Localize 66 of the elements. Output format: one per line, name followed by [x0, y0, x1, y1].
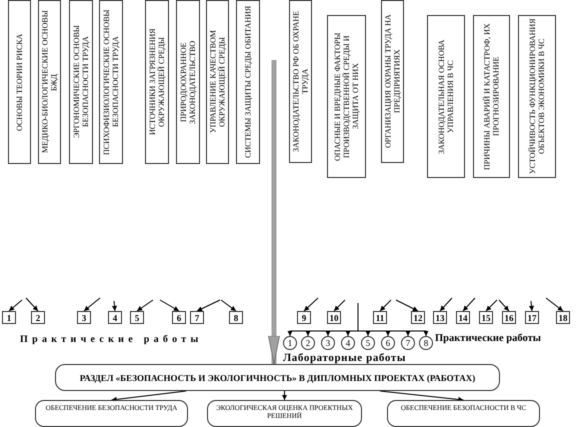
number-box: 18	[556, 311, 570, 324]
arrow	[220, 300, 236, 312]
number-box: 1	[2, 311, 16, 324]
arrow	[498, 300, 510, 312]
topic-box: ЭРГОНОМИЧЕСКИЕ ОСНОВЫ БЕЗОПАСНОСТИ ТРУДА	[69, 0, 93, 164]
number-circle: 6	[381, 336, 395, 350]
arrow	[84, 298, 100, 312]
arrow	[268, 60, 280, 364]
topic-box: СИСТЕМЫ ЗАЩИТЫ СРЕДЫ ОБИТАНИЯ	[236, 0, 260, 164]
arrow	[486, 300, 498, 312]
arrow	[334, 300, 346, 312]
number-circle: 1	[283, 336, 297, 350]
arrow	[462, 298, 476, 312]
topic-box: УПРАВЛЕНИЕ КАЧЕСТВОМ ОКРУЖАЮЩЕЙ СРЕДЫ	[206, 0, 229, 164]
arrow	[528, 300, 534, 312]
number-circle: 3	[321, 336, 335, 350]
number-box: 13	[433, 311, 447, 324]
number-box: 4	[108, 311, 122, 324]
number-box: 3	[77, 311, 91, 324]
number-box: 7	[190, 311, 204, 324]
topic-box: ОСНОВЫ ТЕОРИИ РИСКА	[8, 0, 31, 164]
section-label: Лабораторные работы	[283, 352, 406, 364]
section-box: РАЗДЕЛ «БЕЗОПАСНОСТЬ И ЭКОЛОГИЧНОСТЬ» В ДИПЛОМНЫХ ПРОЕКТАХ (РАБОТАХ)	[55, 364, 500, 391]
topic-box: ОРГАНИЗАЦИЯ ОХРАНЫ ТРУДА НА ПРЕДПРИЯТИЯХ	[381, 0, 404, 163]
topic-box: ЗАКОНОДАТЕЛЬСТВО РФ ОБ ОХРАНЕ ТРУДА	[289, 0, 312, 163]
number-circle: 8	[419, 336, 433, 350]
topic-box: МЕДИКО-БИОЛОГИЧЕСКИЕ ОСНОВЫ БЖД	[38, 0, 61, 164]
topic-box: ОПАСНЫЕ И ВРЕДНЫЕ ФАКТОРЫ ПРОИЗВОДСТВЕННОЙ СРЕДЫ И ЗАЩИТА ОТ НИХ	[327, 15, 366, 178]
number-box: 5	[130, 311, 144, 324]
arrow	[379, 390, 464, 402]
arrow	[440, 298, 452, 312]
number-box: 8	[229, 311, 243, 324]
number-box: 14	[456, 311, 470, 324]
topic-box: ЗАКОНОДАТЕЛЬНАЯ ОСНОВА УПРАВЛЕНИЯ В ЧС	[427, 15, 465, 178]
number-circle: 4	[341, 336, 355, 350]
number-circle: 2	[301, 336, 315, 350]
number-box: 16	[502, 311, 516, 324]
arrow	[26, 298, 38, 312]
topic-box: УСТОЙЧИВОСТЬ ФУНКЦИОНИРОВАНИЯ ОБЪЕКТОВ ЭКОНОМИКИ В ЧС	[518, 15, 556, 178]
number-circle: 5	[361, 336, 375, 350]
arrow	[282, 390, 288, 400]
arrow	[196, 300, 220, 312]
arrow	[136, 300, 154, 312]
number-box: 9	[297, 311, 311, 324]
arrow	[112, 300, 118, 312]
number-box: 15	[479, 311, 493, 324]
section-label: Практические работы	[20, 334, 203, 345]
number-box: 2	[31, 311, 45, 324]
number-box: 10	[327, 311, 341, 324]
topic-box: ПРИРОДООХРАННОЕ ЗАКОНОДАТЕЛЬСТВО	[176, 0, 200, 164]
topic-box: ИСТОЧНИКИ ЗАГРЯЗНЕНИЯ ОКРУЖАЮЩЕЙ СРЕДЫ	[145, 0, 169, 164]
number-box: 6	[172, 311, 186, 324]
number-box: 11	[373, 311, 387, 324]
number-box: 12	[411, 311, 425, 324]
number-box: 17	[525, 311, 539, 324]
topic-box: ПСИХОФИЗИОЛОГИЧЕСКИЕ ОСНОВЫ БЕЗОПАСНОСТИ ТРУДА	[99, 0, 123, 164]
number-circle: 7	[401, 336, 415, 350]
arrow	[8, 300, 22, 312]
arrow	[160, 300, 180, 312]
arrow	[304, 298, 318, 312]
arrow	[396, 300, 418, 312]
arrow	[380, 300, 392, 312]
arrow	[546, 298, 564, 312]
arrow	[111, 390, 187, 402]
topic-box: ПРИЧИНЫ АВАРИЙ И КАТАСТРОФ, ИХ ПРОГНОЗИРОВАНИЕ	[473, 15, 510, 178]
section-label: Практические работы	[435, 333, 541, 344]
